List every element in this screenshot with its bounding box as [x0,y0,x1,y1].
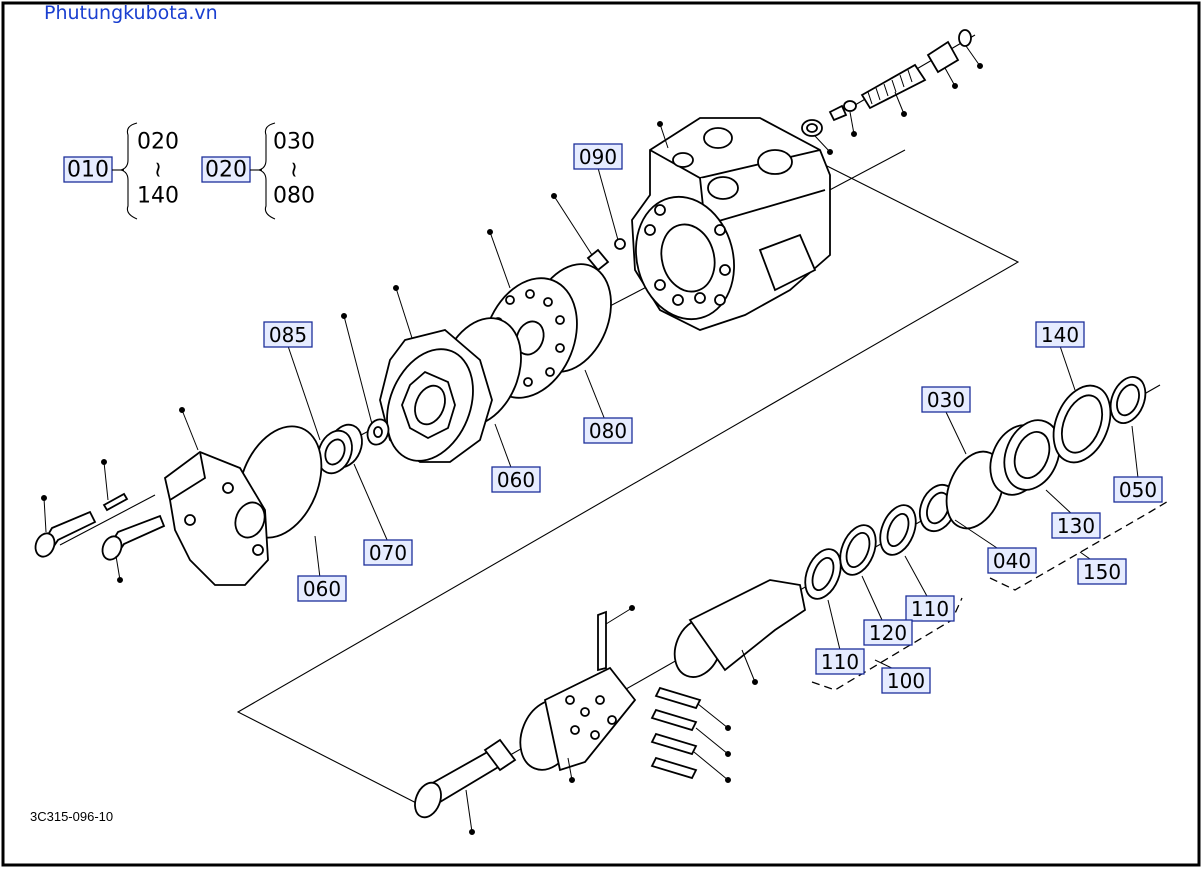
svg-text:110: 110 [821,650,859,674]
svg-text:060: 060 [497,468,535,492]
svg-text:100: 100 [887,669,925,693]
dowel-pin[interactable] [102,492,129,512]
label-150[interactable]: 150 [1077,558,1127,585]
gerotor-set[interactable] [371,329,493,474]
label-080[interactable]: 080 [583,417,633,444]
valve-housing[interactable] [623,117,831,331]
legend-to-020: 080 [273,184,315,209]
assembly-outline [236,164,1020,811]
label-040[interactable]: 040 [987,547,1037,574]
svg-text:030: 030 [927,388,965,412]
leader-dots [41,45,983,835]
bolt-upper[interactable] [32,510,97,559]
svg-text:060: 060 [303,577,341,601]
set-screw-090[interactable] [586,238,626,272]
figure-code: 3C315-096-10 [30,809,114,824]
label-070[interactable]: 070 [363,539,413,566]
svg-text:040: 040 [993,549,1031,573]
svg-text:140: 140 [1041,323,1079,347]
label-140[interactable]: 140 [1035,321,1085,348]
legend-to-010: 140 [137,184,179,209]
legend-group-010: 010 020 ≀ 140 [63,122,179,220]
svg-text:020: 020 [205,158,247,183]
label-130[interactable]: 130 [1051,512,1101,539]
label-leaders [287,167,1139,651]
legend-ref-010[interactable]: 010 [63,156,113,183]
spool-sleeve-assembly[interactable] [410,579,807,821]
label-060-lower[interactable]: 060 [297,575,347,602]
relief-valve-parts[interactable] [801,29,972,137]
legend-from-010: 020 [137,130,179,155]
svg-text:120: 120 [869,621,907,645]
bolt-lower[interactable] [99,514,166,562]
seal-085[interactable] [312,420,368,479]
svg-text:110: 110 [911,597,949,621]
svg-text:150: 150 [1083,560,1121,584]
svg-text:050: 050 [1119,478,1157,502]
legend-group-020: 020 030 ≀ 080 [201,122,315,220]
group-100-bracket [811,597,963,691]
label-100[interactable]: 100 [881,667,931,694]
o-ring-030[interactable] [936,443,1014,537]
centering-springs[interactable] [650,686,702,780]
svg-text:130: 130 [1057,514,1095,538]
legend-tilde-020: ≀ [290,158,298,183]
label-110-b[interactable]: 110 [905,595,955,622]
legend-ref-020[interactable]: 020 [201,156,251,183]
label-110-a[interactable]: 110 [815,648,865,675]
end-cap[interactable] [163,450,270,586]
label-030[interactable]: 030 [921,386,971,413]
label-120[interactable]: 120 [863,619,913,646]
label-085[interactable]: 085 [263,321,313,348]
svg-text:085: 085 [269,323,307,347]
gland-130[interactable] [980,412,1069,503]
group-150-bracket [989,499,1171,591]
svg-text:080: 080 [589,419,627,443]
label-090[interactable]: 090 [573,143,623,170]
svg-text:010: 010 [67,158,109,183]
legend-from-020: 030 [273,130,315,155]
svg-text:070: 070 [369,541,407,565]
svg-text:090: 090 [579,145,617,169]
legend-tilde-010: ≀ [154,158,162,183]
site-watermark: Phutungkubota.vn [44,2,218,24]
label-050[interactable]: 050 [1113,476,1163,503]
label-060-upper[interactable]: 060 [491,466,541,493]
